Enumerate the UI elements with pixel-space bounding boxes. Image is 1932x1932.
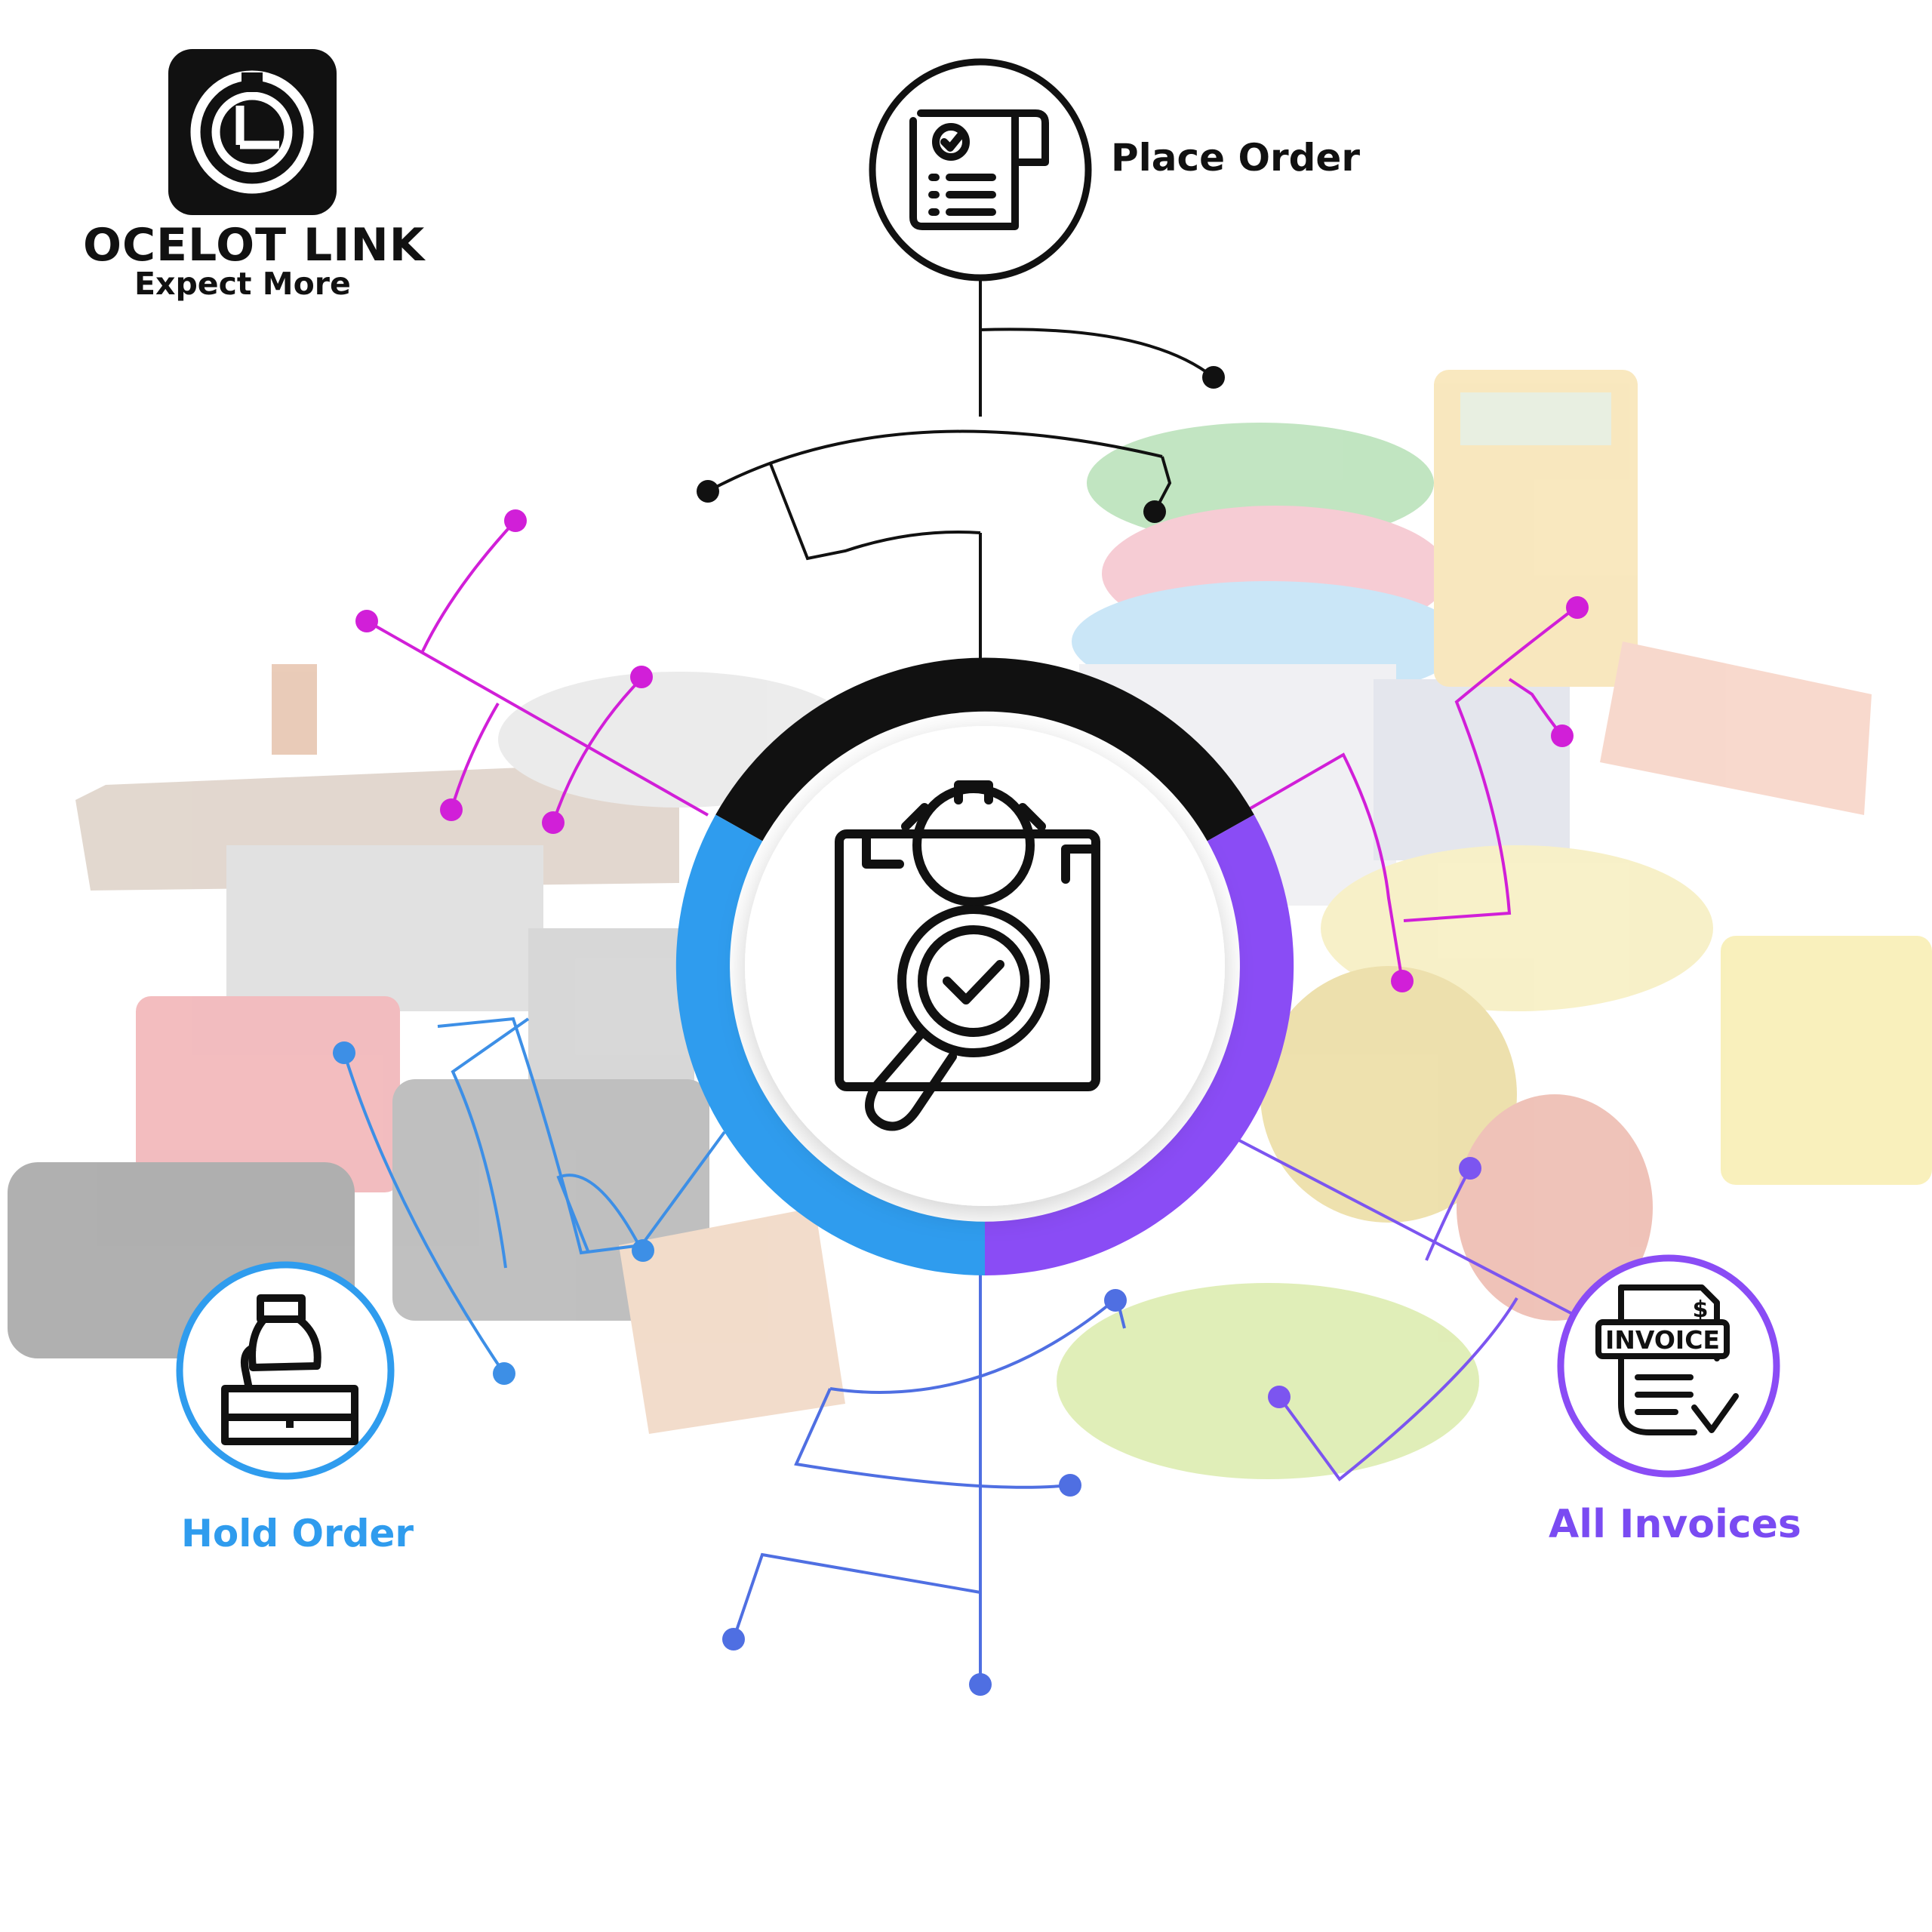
indigo-connectors xyxy=(732,1245,1126,1683)
place-order-label[interactable]: Place Order xyxy=(1111,136,1361,180)
ocelot-link-logo xyxy=(168,49,337,215)
hub-ring-black-segment xyxy=(715,657,1254,841)
brand-name: OCELOT LINK xyxy=(83,219,426,272)
magenta-connectors xyxy=(366,519,1577,982)
indigo-dots xyxy=(722,1289,1127,1696)
invoice-check-icon xyxy=(1595,1284,1739,1435)
gear-document-magnifier-check-icon xyxy=(835,780,1100,1131)
hold-order-node[interactable] xyxy=(176,1261,395,1480)
hub-ring-blue-segment xyxy=(675,814,985,1275)
invoice-icon-lettering: INVOICE xyxy=(1605,1325,1720,1355)
blue-dots xyxy=(333,1041,654,1385)
central-hub xyxy=(675,657,1294,1275)
hold-order-label[interactable]: Hold Order xyxy=(181,1512,414,1555)
blue-connectors xyxy=(343,1017,726,1375)
magenta-dots xyxy=(355,509,1589,992)
invoice-icon-dollar: $ xyxy=(1693,1297,1709,1323)
place-order-dots xyxy=(697,366,1225,523)
brand-tagline: Expect More xyxy=(134,266,351,302)
hub-ring-purple-segment xyxy=(985,814,1294,1275)
violet-dots xyxy=(1268,1157,1481,1408)
place-order-node[interactable] xyxy=(869,58,1092,281)
hand-holding-box-icon xyxy=(221,1294,358,1445)
all-invoices-node[interactable]: INVOICE $ xyxy=(1557,1254,1780,1478)
place-order-connectors xyxy=(707,279,1215,660)
checklist-receipt-icon xyxy=(909,109,1049,230)
all-invoices-label[interactable]: All Invoices xyxy=(1549,1502,1801,1547)
